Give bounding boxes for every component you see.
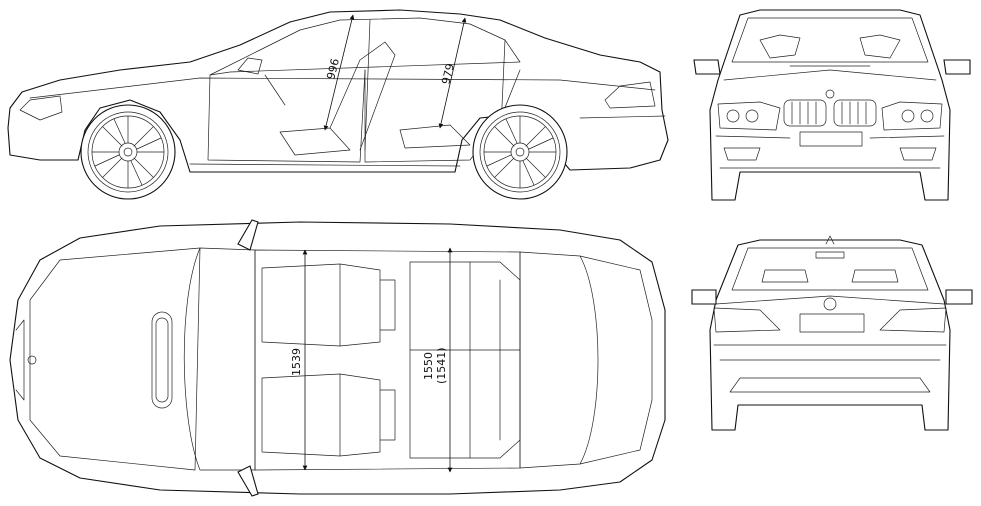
side-glass-line bbox=[209, 17, 521, 76]
front-left-headlight bbox=[717, 101, 781, 131]
rear-window bbox=[731, 247, 929, 291]
front-license-plate bbox=[799, 131, 863, 147]
top-hood bbox=[29, 247, 201, 471]
side-front-seat bbox=[279, 41, 396, 156]
top-roundel-badge-icon bbox=[27, 355, 37, 365]
front-fog-lights bbox=[723, 147, 937, 161]
top-right-mirror bbox=[237, 465, 259, 497]
top-rear-bench bbox=[409, 261, 521, 459]
front-roundel-badge-icon bbox=[825, 89, 835, 99]
front-right-mirror bbox=[943, 59, 971, 75]
rear-shoulder-width-label: 1550 bbox=[422, 352, 435, 380]
top-hood-vent bbox=[151, 311, 173, 409]
rear-view bbox=[691, 235, 973, 431]
rear-diffuser bbox=[729, 377, 931, 393]
front-grille-right bbox=[833, 99, 877, 127]
rear-license-plate bbox=[799, 313, 865, 333]
side-view: 996 979 bbox=[7, 9, 669, 200]
rear-headroom-label: 979 bbox=[439, 62, 457, 86]
top-front-left-seat bbox=[261, 263, 396, 347]
front-right-headlight bbox=[881, 101, 943, 131]
side-rear-seat bbox=[399, 124, 471, 149]
front-headroom-label: 996 bbox=[324, 57, 342, 81]
side-body-outline bbox=[7, 9, 669, 173]
rear-left-mirror bbox=[691, 289, 717, 305]
side-front-door bbox=[207, 69, 366, 163]
rear-shoulder-width-alt-label: (1541) bbox=[435, 347, 448, 384]
top-rear-window bbox=[519, 251, 599, 469]
top-front-right-seat bbox=[261, 373, 396, 457]
top-left-mirror bbox=[237, 219, 259, 251]
rear-right-taillight bbox=[879, 307, 947, 333]
rear-headroom-dimension-line bbox=[438, 17, 467, 129]
side-mirror bbox=[237, 57, 263, 75]
side-taillight bbox=[604, 81, 656, 109]
side-headlight bbox=[19, 95, 63, 121]
rear-right-mirror bbox=[945, 289, 973, 305]
rear-body-outline bbox=[709, 239, 951, 431]
front-grille-left bbox=[783, 99, 827, 127]
front-windshield bbox=[731, 17, 929, 63]
top-windshield bbox=[183, 247, 256, 471]
front-shoulder-width-label: 1539 bbox=[290, 348, 303, 376]
rear-left-taillight bbox=[713, 307, 781, 333]
top-view: 1539 1550 (1541) bbox=[9, 219, 666, 497]
front-left-mirror bbox=[693, 59, 721, 75]
side-rear-door bbox=[364, 69, 521, 163]
front-view bbox=[693, 9, 971, 201]
front-headroom-dimension-line bbox=[323, 14, 355, 131]
top-body-outline bbox=[9, 221, 666, 495]
front-body-outline bbox=[709, 9, 951, 201]
rear-roundel-badge-icon bbox=[823, 297, 837, 311]
